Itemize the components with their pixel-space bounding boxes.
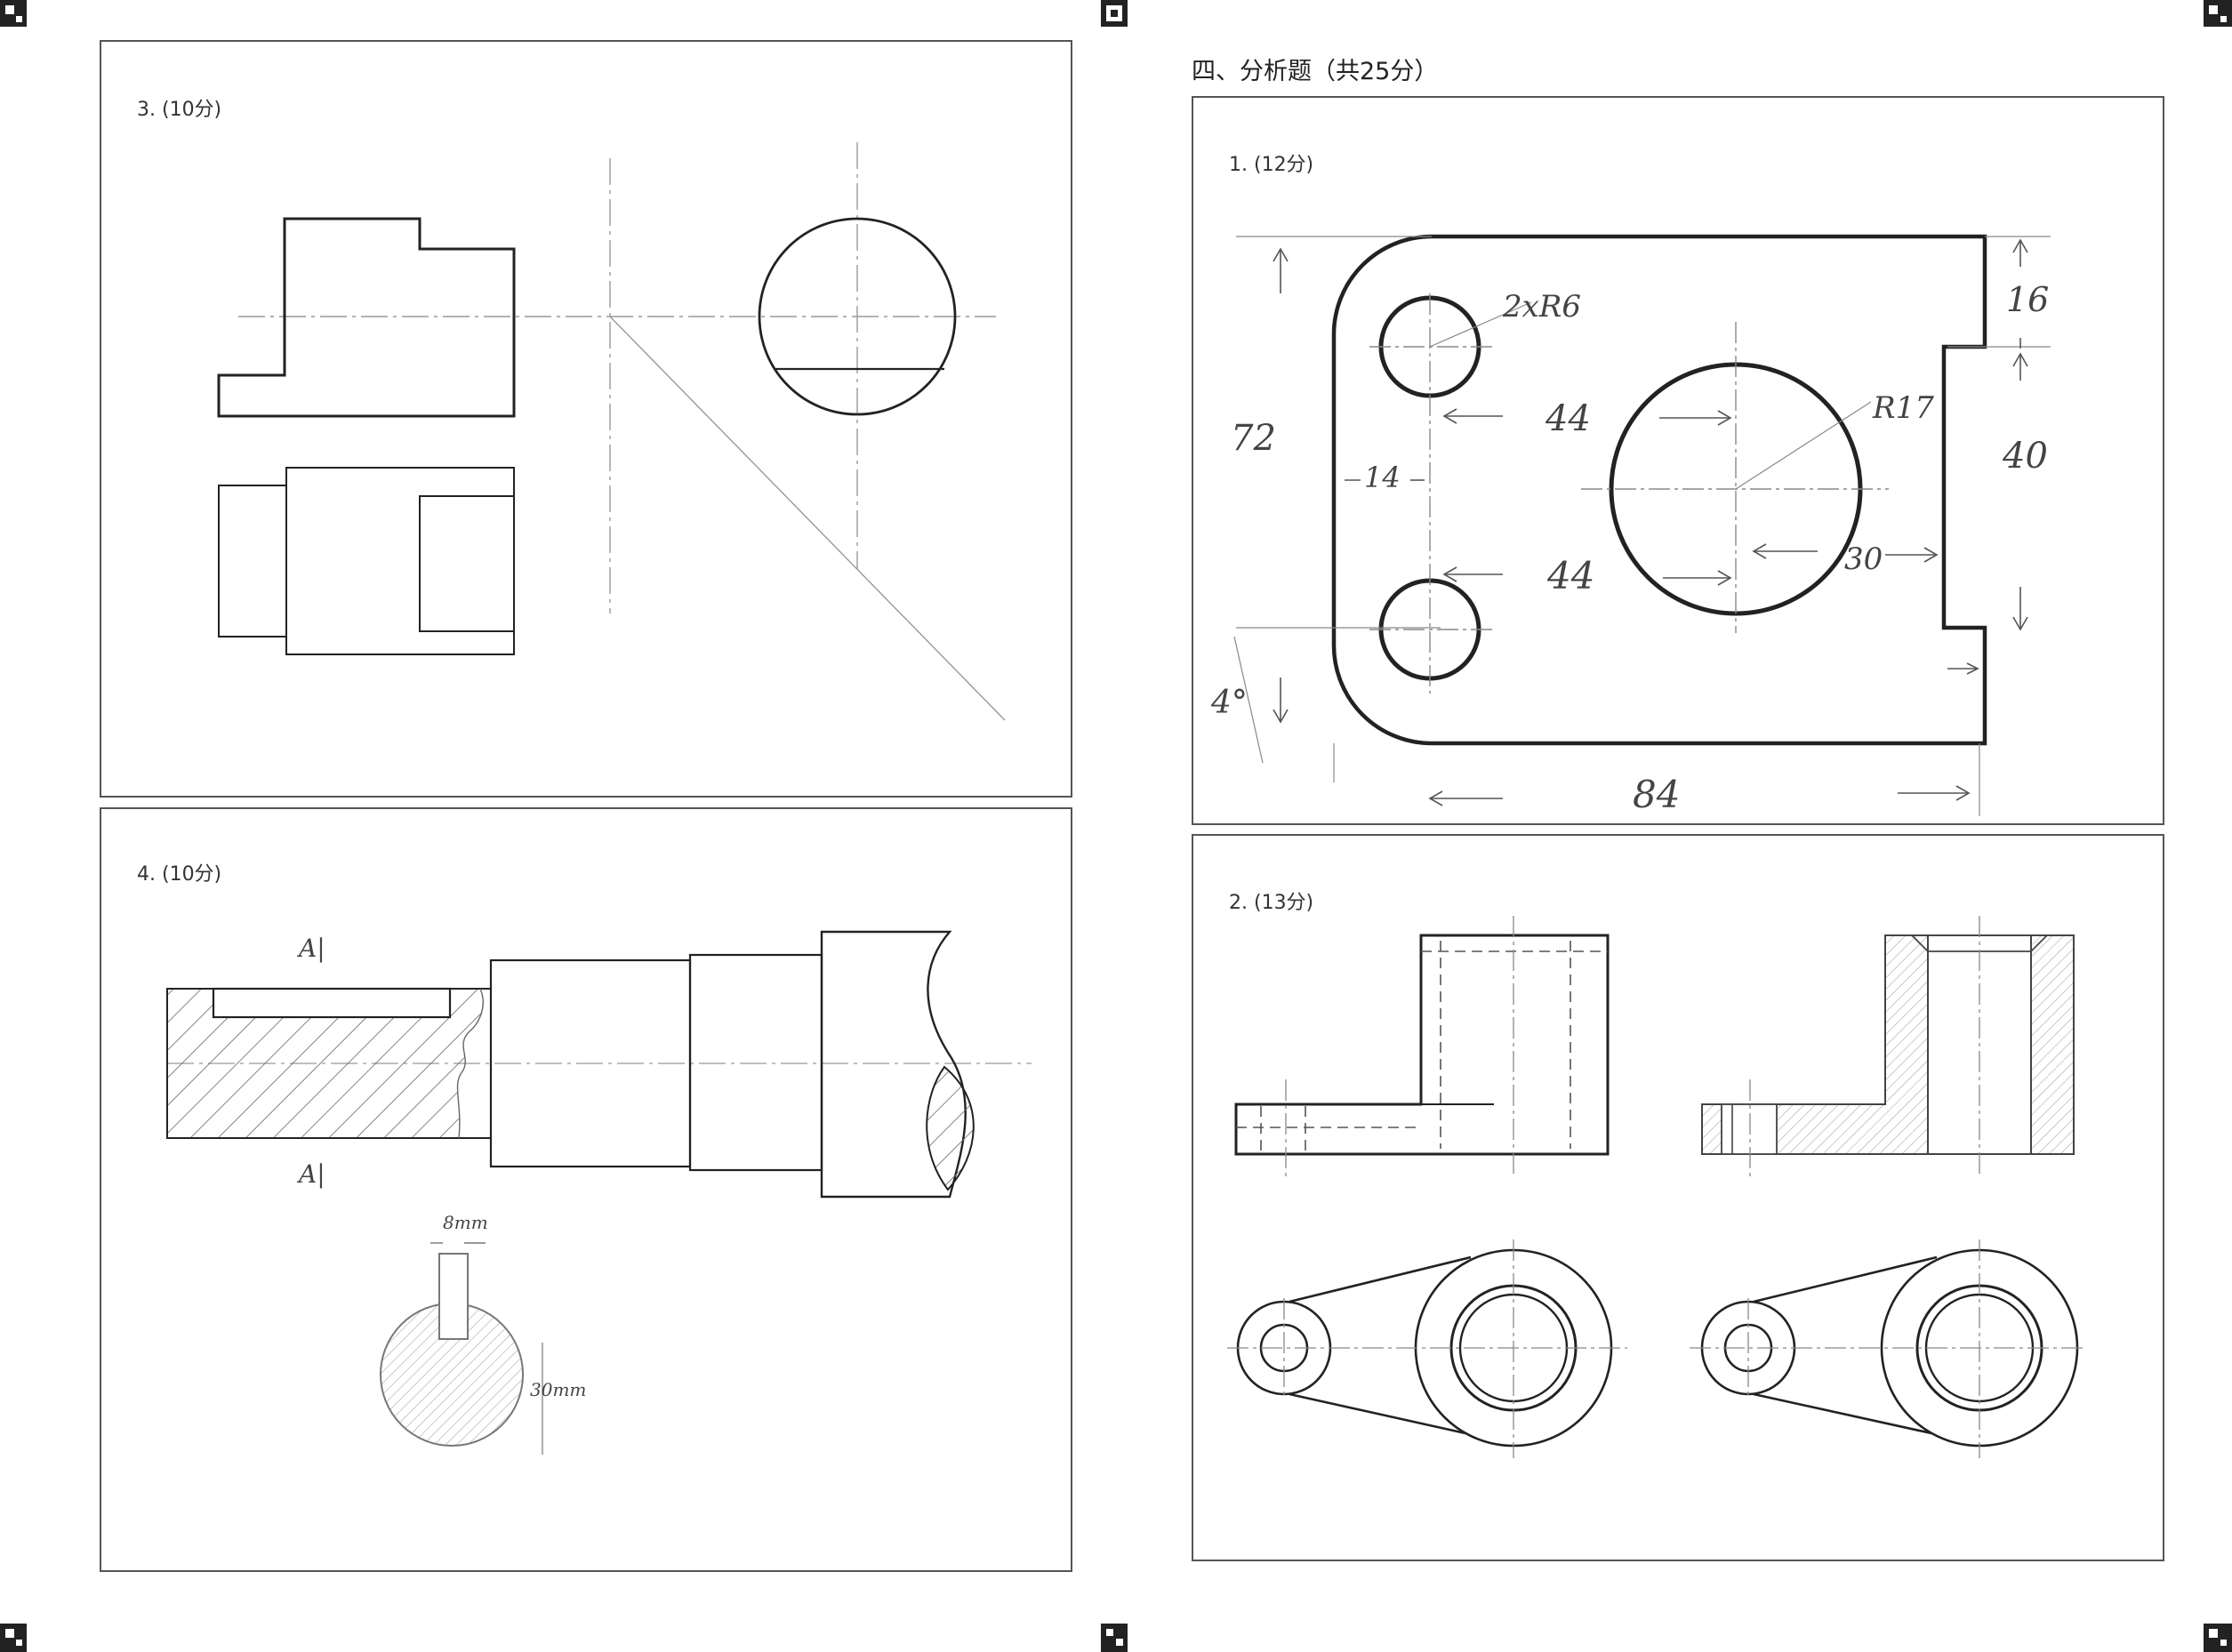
a1-plate-outline bbox=[1331, 234, 1987, 746]
a1-dim-height: 72 bbox=[1231, 418, 1276, 459]
q3-drawing bbox=[217, 142, 1006, 721]
q4-left-section-hatch bbox=[167, 989, 484, 1138]
q4-key-width-label: 8mm bbox=[443, 1212, 488, 1233]
a1-dim-right-offset: 30 bbox=[1844, 541, 1883, 577]
analysis-2-label: 2. (13分) bbox=[1229, 892, 1314, 914]
analysis-1-label: 1. (12分) bbox=[1229, 154, 1314, 176]
q3-side-view-circle bbox=[758, 217, 957, 416]
q4-section-mark-top: A| bbox=[296, 934, 325, 963]
a1-dim-width: 84 bbox=[1633, 773, 1680, 816]
q4-key-depth-label: 30mm bbox=[530, 1379, 586, 1400]
section-title: 四、分析题（共25分） bbox=[1192, 58, 1439, 85]
q4-section-a-a: 8mm 30mm bbox=[380, 1212, 586, 1455]
a2-left-front-view bbox=[1234, 934, 1610, 1156]
question-3-panel: 3. (10分) bbox=[100, 40, 1072, 798]
q4-keyway bbox=[212, 987, 452, 1019]
a1-dim-slot: 40 bbox=[2002, 436, 2048, 477]
q3-front-view bbox=[217, 217, 516, 418]
a1-dim-left-offset: 14 bbox=[1364, 461, 1401, 494]
a1-dim-big-radius: R17 bbox=[1872, 390, 1934, 426]
a1-plate-drawing: 2xR6 R17 16 72 40 14 44 44 30 4° 84 bbox=[1210, 234, 2051, 816]
a2-right-section-view bbox=[1701, 916, 2075, 1177]
a1-dim-bottom-corner: 4° bbox=[1210, 685, 1248, 721]
q4-section-mark-bottom: A| bbox=[296, 1159, 325, 1189]
question-3-label: 3. (10分) bbox=[137, 99, 222, 121]
question-4-panel: 4. (10分) bbox=[100, 807, 1072, 1572]
a1-dim-holes: 2xR6 bbox=[1502, 289, 1581, 325]
q3-top-view bbox=[218, 467, 515, 655]
q4-shaft-drawing: A| A| 8mm 30mm bbox=[166, 930, 1032, 1455]
a1-dim-upper-center: 44 bbox=[1545, 398, 1591, 439]
a1-dim-lower-center: 44 bbox=[1546, 554, 1594, 597]
a1-dim-top-gap: 16 bbox=[2006, 280, 2049, 319]
q4-shaft-step-2 bbox=[688, 953, 823, 1172]
question-4-label: 4. (10分) bbox=[137, 863, 222, 886]
a2-drawings bbox=[1227, 916, 2086, 1458]
